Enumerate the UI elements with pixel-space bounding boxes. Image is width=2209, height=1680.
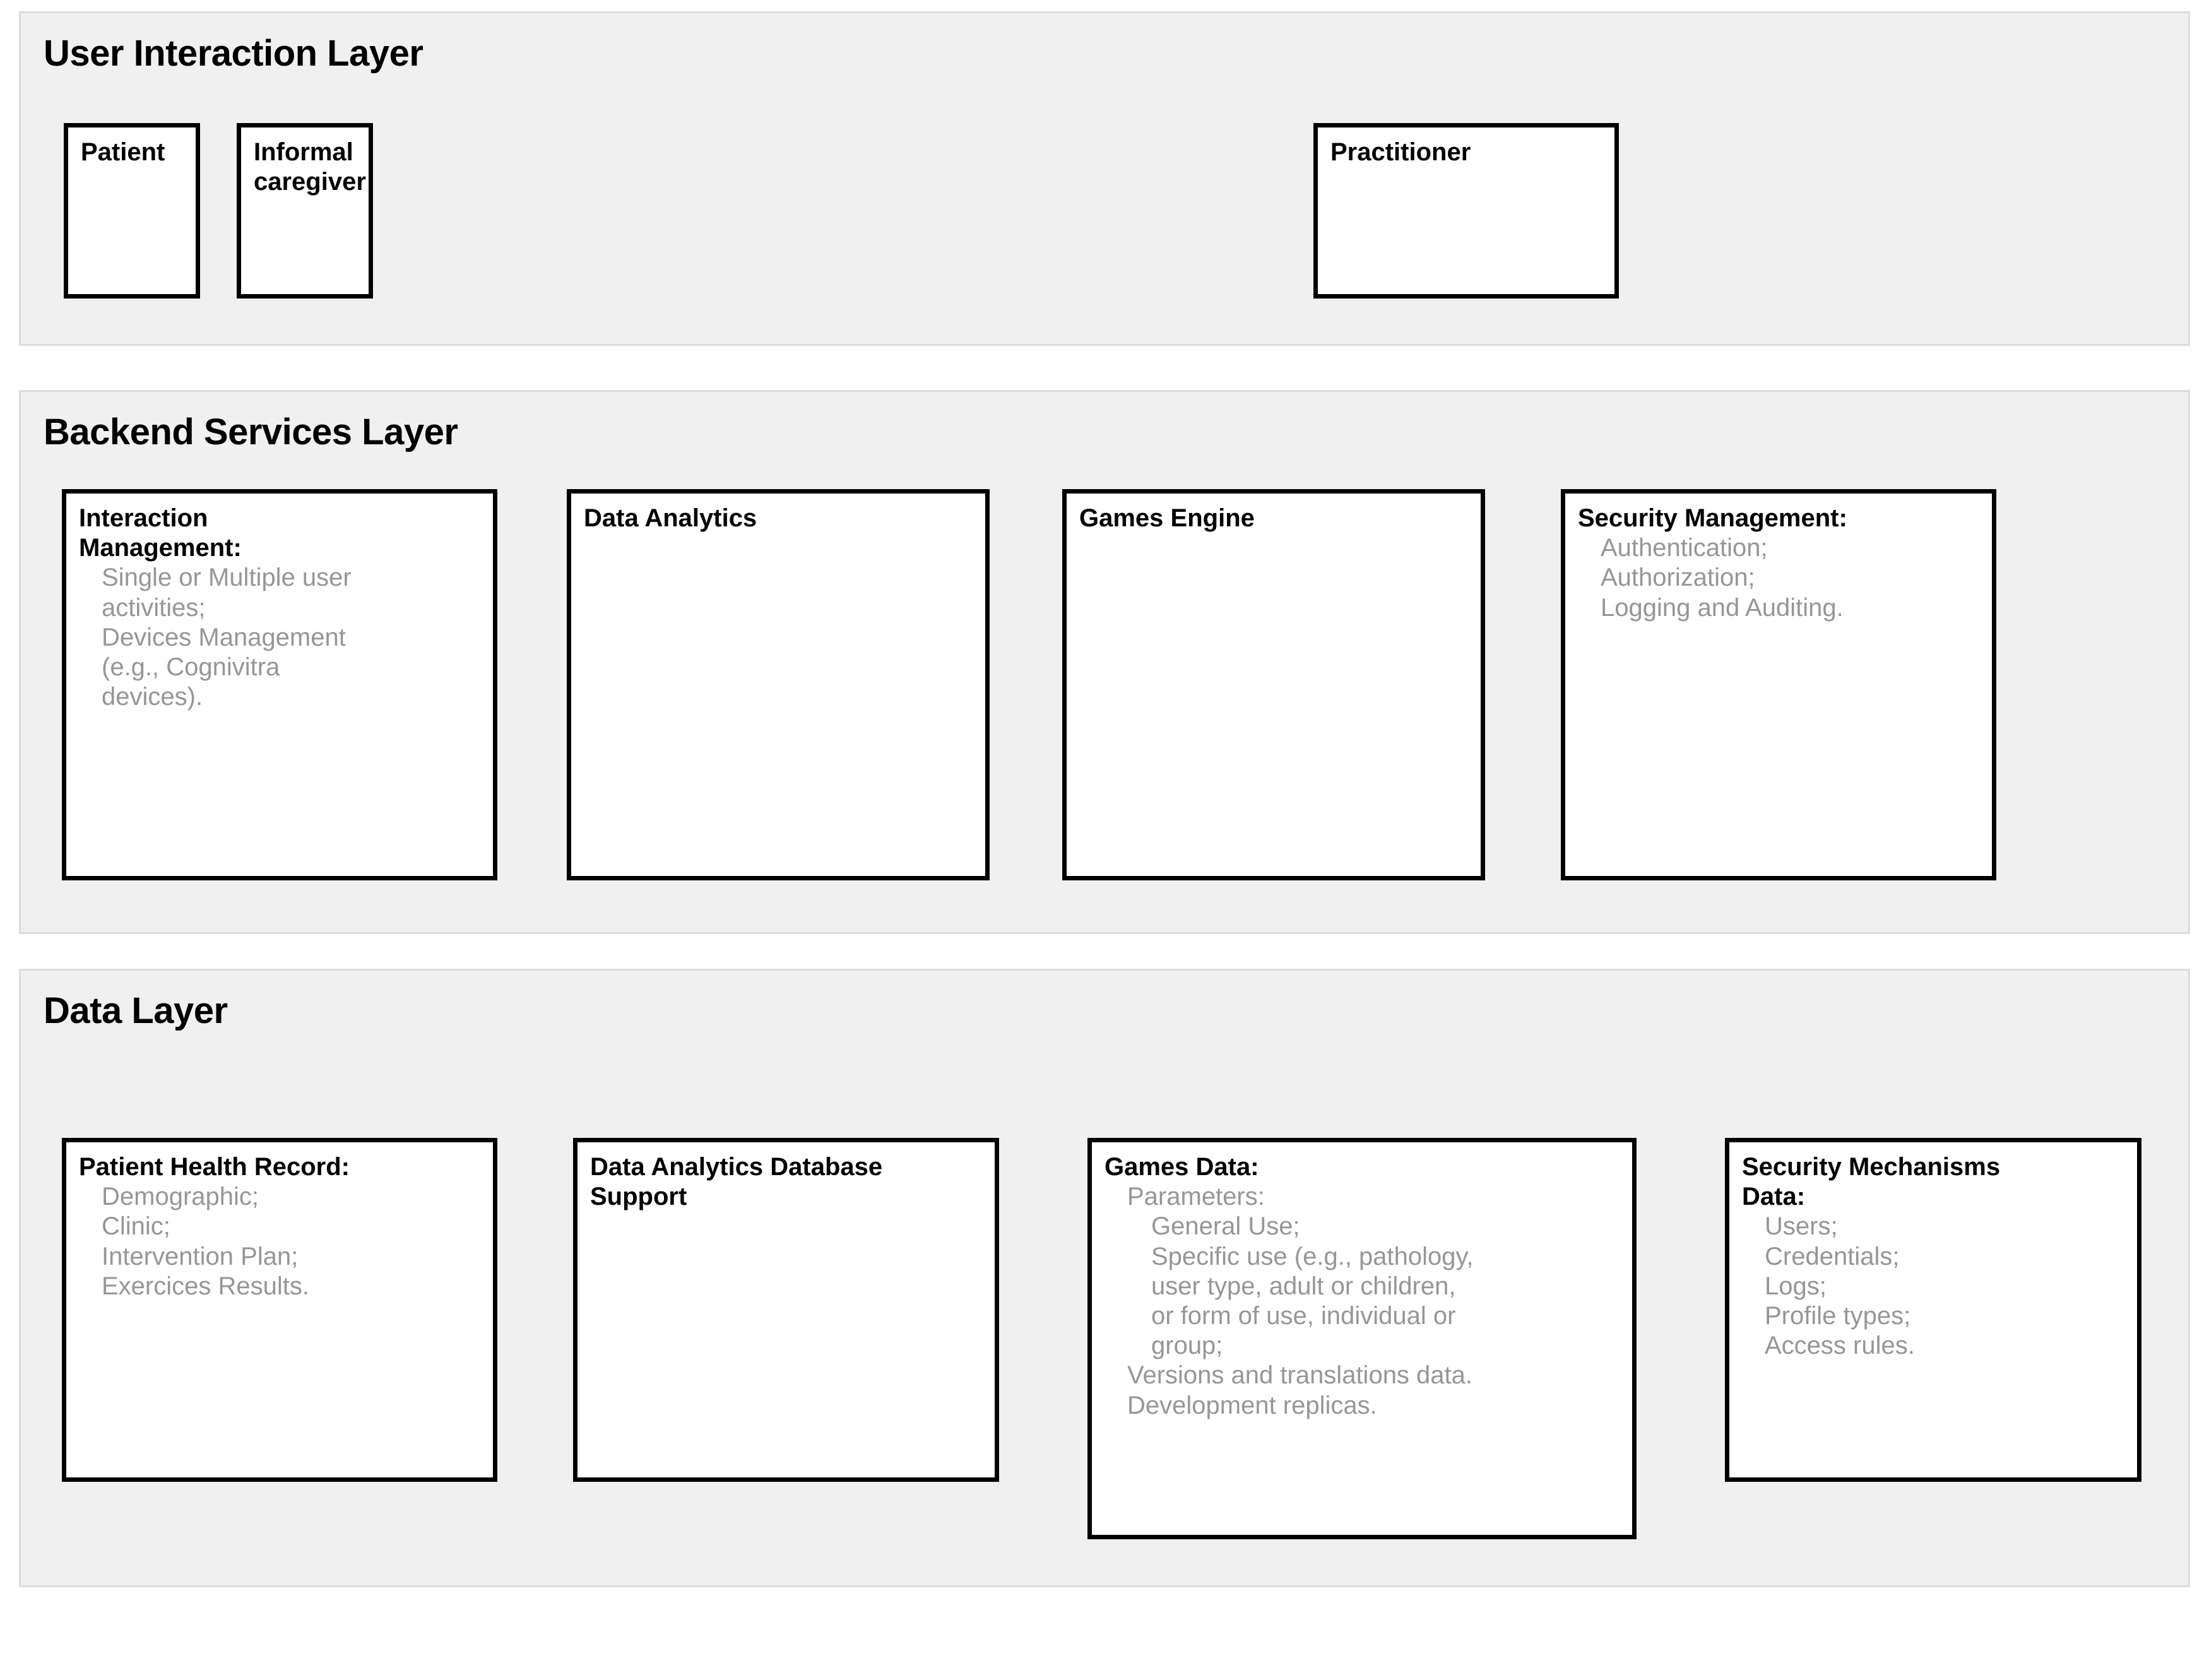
node-patient: Patient [64,123,200,299]
layer-data: Data Layer Patient Health Record: Demogr… [19,969,2190,1587]
node-games-data: Games Data: Parameters:General Use;Speci… [1087,1138,1637,1539]
node-detail-line: Profile types; [1765,1301,1911,1330]
node-detail-line: Development replicas. [1127,1391,1377,1419]
layer-title-user-interaction: User Interaction Layer [44,33,423,74]
node-detail-line: Authentication; [1601,534,1768,562]
layer-title-data: Data Layer [44,990,228,1031]
node-detail-line: Demographic; [102,1183,259,1211]
node-detail-line: Clinic; [102,1212,170,1241]
node-detail-line: devices). [102,683,203,711]
layer-backend-services: Backend Services Layer Interaction Manag… [19,390,2190,934]
node-lines-security-mechanisms-data: Users;Credentials;Logs;Profile types;Acc… [1742,1212,2124,1361]
node-detail-line: or form of use, individual or [1151,1301,1456,1330]
node-title-games-engine: Games Engine [1079,504,1255,532]
node-detail-line: General Use; [1151,1212,1300,1241]
node-detail-line: activities; [102,593,206,622]
node-data-analytics-database-support: Data Analytics Database Support [573,1138,999,1482]
node-data-analytics: Data Analytics [567,489,990,880]
node-detail-line: Access rules. [1765,1332,1915,1360]
node-detail-line: Credentials; [1765,1242,1900,1270]
node-interaction-management: Interaction Management: Single or Multip… [62,489,497,880]
node-title-patient: Patient [81,138,165,166]
node-title-data-analytics: Data Analytics [584,504,757,532]
node-detail-line: (e.g., Cognivitra [102,653,280,681]
node-detail-line: Devices Management [102,623,346,651]
node-lines-games-data: Parameters:General Use;Specific use (e.g… [1104,1182,1620,1421]
node-practitioner: Practitioner [1313,123,1619,299]
node-detail-line: Exercices Results. [102,1272,309,1300]
node-title-security-management: Security Management: [1578,504,1847,532]
node-lines-patient-health-record: Demographic;Clinic;Intervention Plan;Exe… [79,1182,480,1301]
node-title-practitioner: Practitioner [1330,138,1471,166]
node-title-informal-caregiver: Informal caregiver [254,138,366,196]
node-title-games-data: Games Data: [1104,1153,1259,1181]
node-detail-line: user type, adult or children, [1151,1272,1456,1300]
node-detail-line: group; [1151,1332,1223,1360]
layer-user-interaction: User Interaction Layer Patient Informal … [19,11,2190,346]
node-detail-line: Authorization; [1601,564,1755,592]
node-title-patient-health-record: Patient Health Record: [79,1153,350,1181]
node-detail-line: Logs; [1765,1272,1827,1300]
node-patient-health-record: Patient Health Record: Demographic;Clini… [62,1138,497,1482]
node-games-engine: Games Engine [1062,489,1485,880]
node-detail-line: Versions and translations data. [1127,1361,1473,1390]
node-detail-line: Specific use (e.g., pathology, [1151,1242,1474,1270]
node-lines-security-management: Authentication;Authorization;Logging and… [1578,533,1979,623]
node-title-data-analytics-database-support: Data Analytics Database Support [590,1153,883,1211]
node-security-mechanisms-data: Security Mechanisms Data: Users;Credenti… [1725,1138,2141,1482]
node-security-management: Security Management: Authentication;Auth… [1561,489,1996,880]
node-informal-caregiver: Informal caregiver [237,123,373,299]
node-detail-line: Logging and Auditing. [1601,593,1844,622]
node-title-security-mechanisms-data: Security Mechanisms Data: [1742,1153,2001,1211]
node-detail-line: Single or Multiple user [102,564,352,592]
layer-title-backend-services: Backend Services Layer [44,411,458,453]
node-title-interaction-management: Interaction Management: [79,504,242,562]
node-detail-line: Users; [1765,1212,1838,1241]
node-detail-line: Parameters: [1127,1183,1265,1211]
node-detail-line: Intervention Plan; [102,1242,299,1270]
